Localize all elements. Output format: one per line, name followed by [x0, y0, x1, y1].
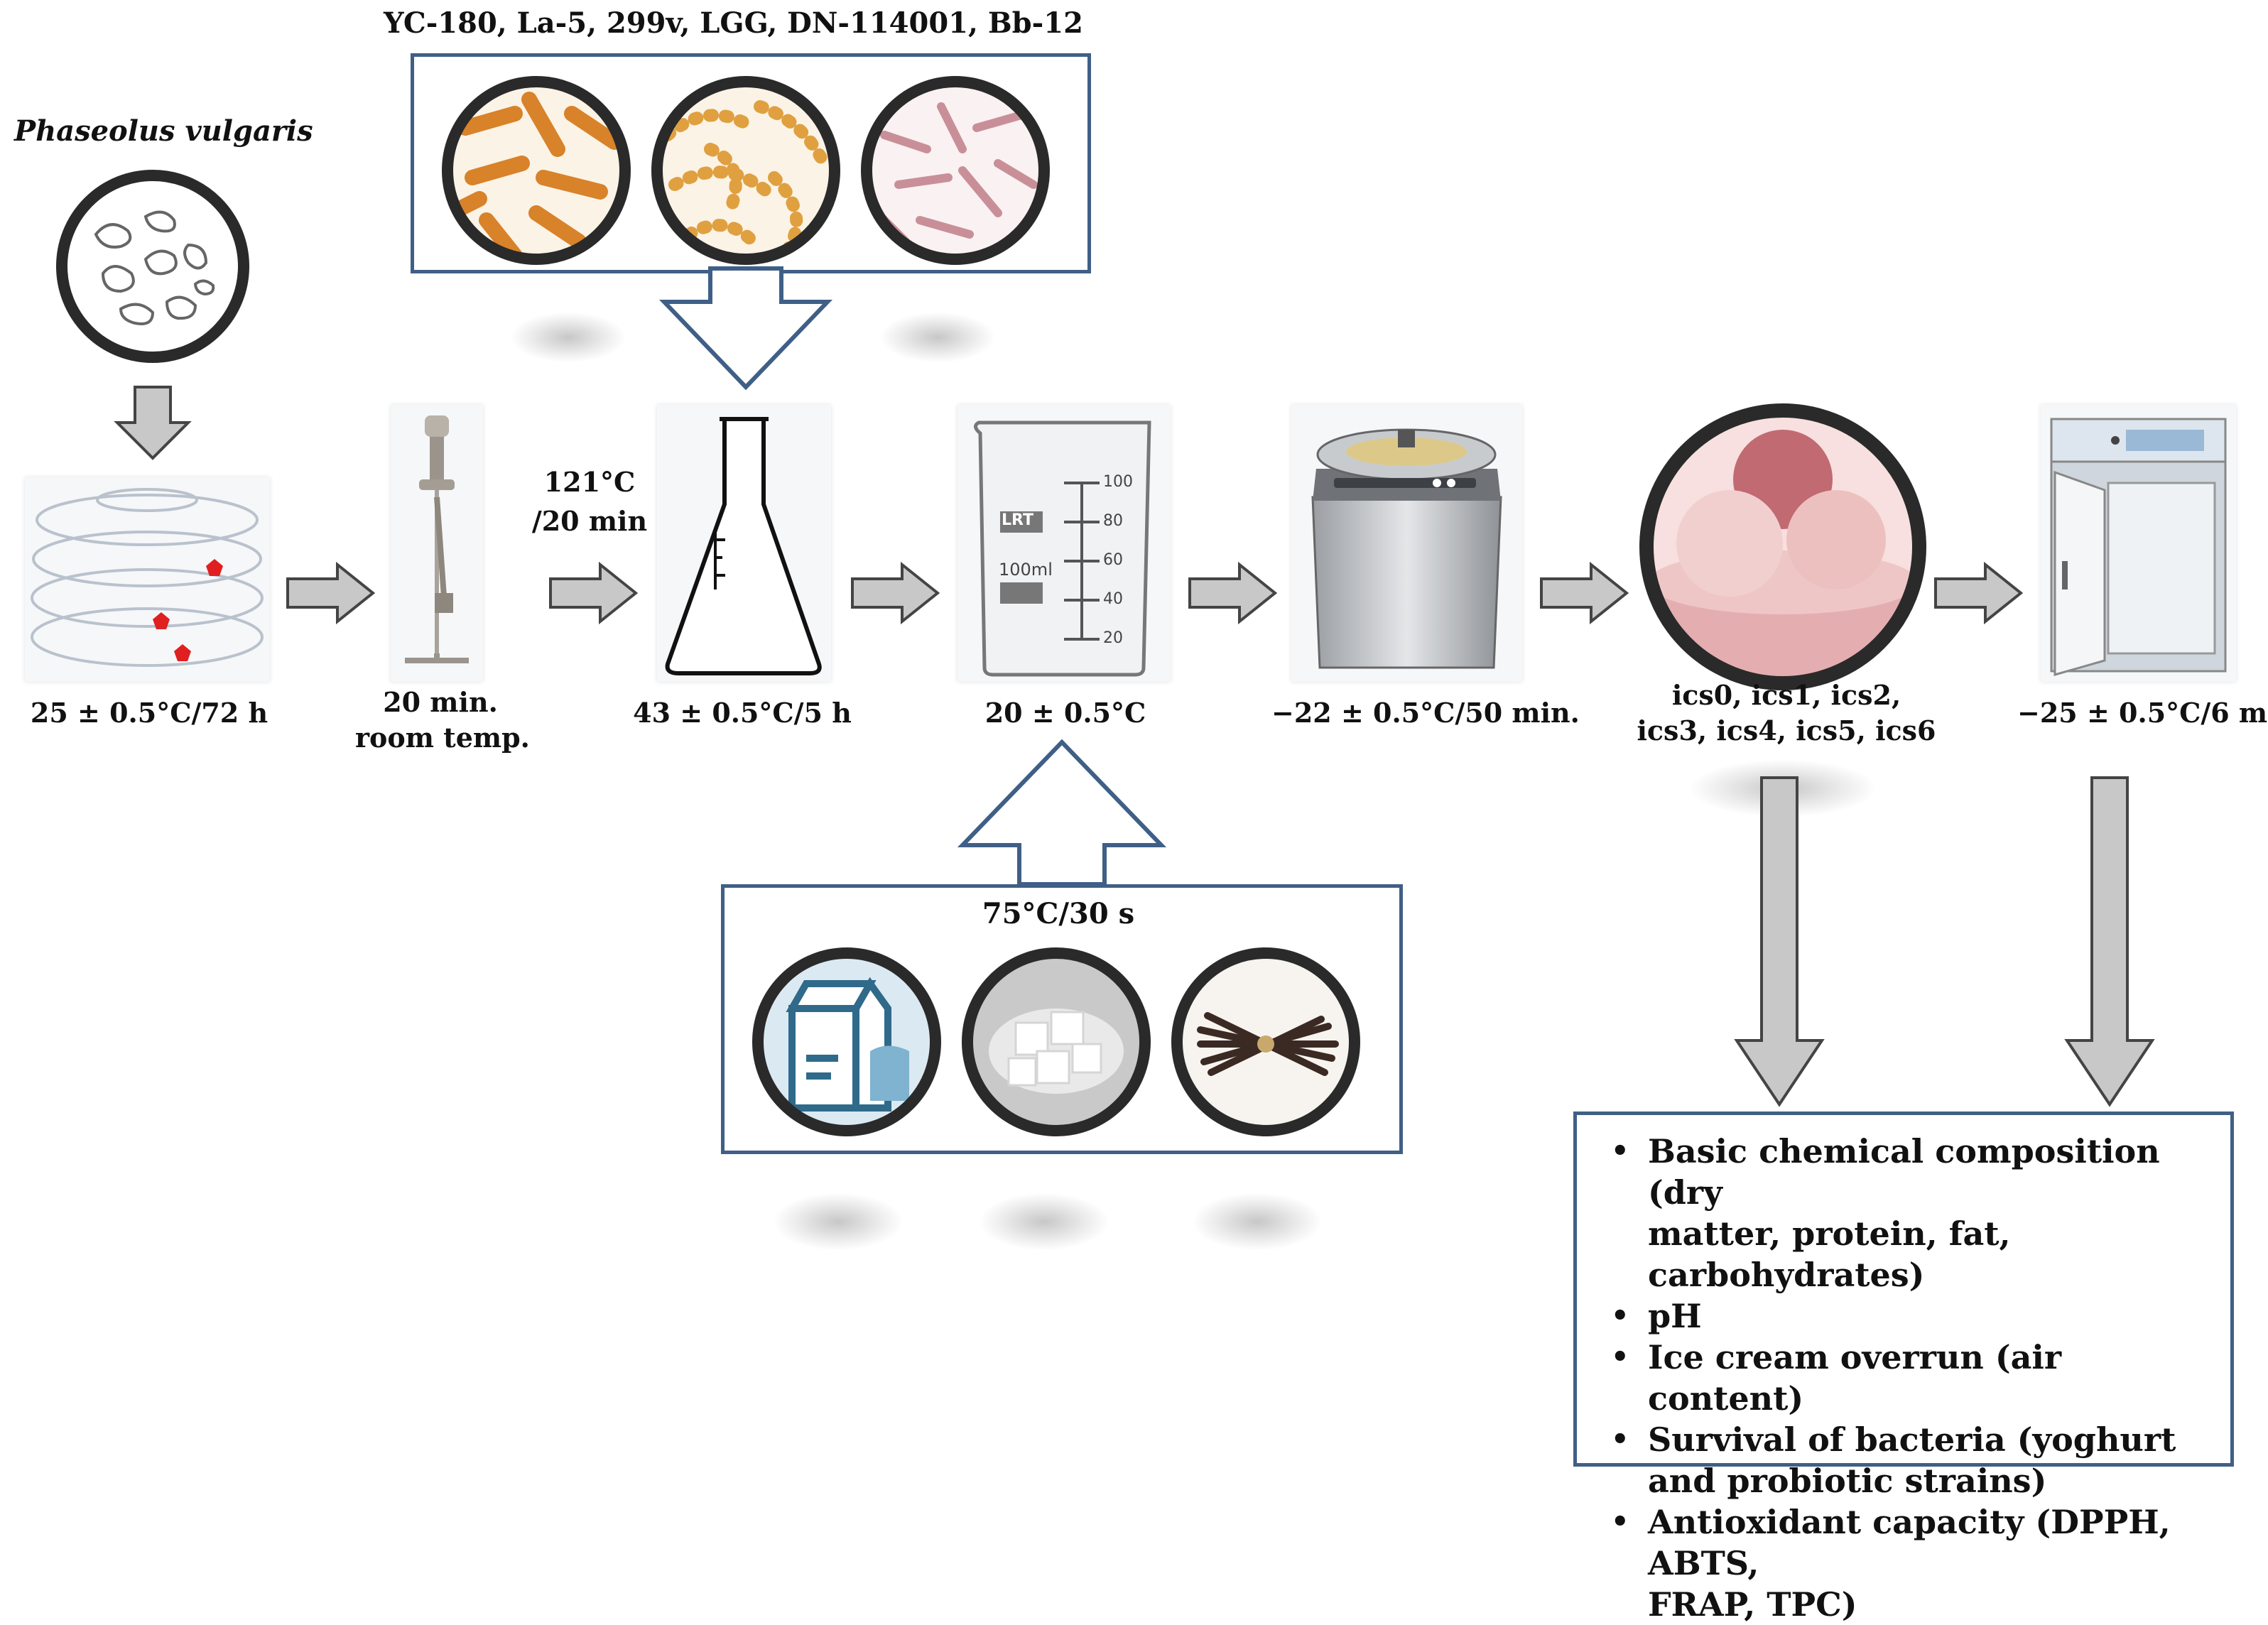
- sugar-icon: [962, 947, 1151, 1136]
- strains-label: YC-180, La-5, 299v, LGG, DN-114001, Bb-1…: [384, 6, 1083, 40]
- beaker-mark-80: 80: [1103, 512, 1123, 530]
- beaker-volume: 100ml: [999, 560, 1053, 580]
- samples-label-line2: ics3, ics4, ics5, ics6: [1637, 714, 1936, 746]
- flask-photo: [657, 405, 831, 682]
- up-arrow-ingredients: [957, 739, 1167, 886]
- right-arrow-5: [1540, 561, 1629, 625]
- shadow-3: [774, 1193, 902, 1250]
- shadow-4: [980, 1193, 1108, 1250]
- freezer-icon: [2050, 418, 2227, 676]
- cooling-label: 20 ± 0.5°C: [984, 697, 1146, 729]
- samples-label-line1: ics0, ics1, ics2,: [1671, 679, 1901, 711]
- analysis-item: •pH: [1611, 1297, 1702, 1335]
- blender-photo: [391, 405, 483, 682]
- storage-label: −25 ± 0.5°C/6 m: [2017, 697, 2268, 729]
- right-arrow-6: [1934, 561, 2024, 625]
- beaker-mark-40: 40: [1103, 590, 1123, 608]
- bacteria-pink-rods-icon: [861, 76, 1050, 265]
- shadow-1: [511, 312, 625, 362]
- freezing-label: −22 ± 0.5°C/50 min.: [1271, 697, 1580, 729]
- right-arrow-4: [1188, 561, 1278, 625]
- fermentation-label: 43 ± 0.5°C/5 h: [633, 697, 852, 729]
- bacteria-orange-chains-icon: [651, 76, 840, 265]
- bean-icon: [56, 170, 249, 363]
- petri-dish-photo: [25, 477, 270, 682]
- right-arrow-2: [549, 561, 639, 625]
- ice-cream-machine-photo: [1291, 405, 1522, 682]
- mixing-label-line2: room temp.: [355, 722, 530, 754]
- beaker-photo: LRT 100ml 100 80 60 40 20: [957, 405, 1171, 682]
- pasteurization-label: 75°C/30 s: [982, 897, 1135, 930]
- shadow-5: [1193, 1193, 1321, 1250]
- sterilization-label-line2: /20 min: [531, 505, 648, 537]
- flask-icon: [665, 417, 822, 675]
- ice-cream-icon: [1639, 403, 1926, 690]
- bean-label: Phaseolus vulgaris: [14, 114, 313, 148]
- ice-cream-machine-icon: [1311, 428, 1502, 669]
- germination-label: 25 ± 0.5°C/72 h: [30, 697, 268, 729]
- beaker-mark-100: 100: [1103, 473, 1133, 491]
- shadow-2: [881, 312, 994, 362]
- freezer-photo: [2041, 405, 2236, 682]
- analysis-item: •Ice cream overrun (air content): [1611, 1338, 2062, 1418]
- petri-dish-icon: [31, 488, 264, 667]
- down-arrow-strains: [658, 266, 833, 391]
- sterilization-label-line1: 121°C: [543, 466, 636, 498]
- down-arrow-bean: [114, 386, 192, 460]
- analysis-item: •Antioxidant capacity (DPPH, ABTS,FRAP, …: [1611, 1503, 2171, 1624]
- vanilla-icon: [1171, 947, 1360, 1136]
- right-arrow-1: [286, 561, 376, 625]
- bacteria-orange-rods-icon: [442, 76, 631, 265]
- right-arrow-3: [851, 561, 940, 625]
- milk-icon: [752, 947, 941, 1136]
- blender-icon: [405, 415, 469, 663]
- mixing-label-line1: 20 min.: [383, 686, 498, 718]
- beaker-brand: LRT: [1002, 511, 1033, 529]
- down-arrow-samples: [1734, 776, 1825, 1107]
- beaker-mark-20: 20: [1103, 629, 1123, 647]
- beaker-mark-60: 60: [1103, 551, 1123, 569]
- beaker-icon: [974, 420, 1151, 677]
- down-arrow-storage: [2064, 776, 2155, 1107]
